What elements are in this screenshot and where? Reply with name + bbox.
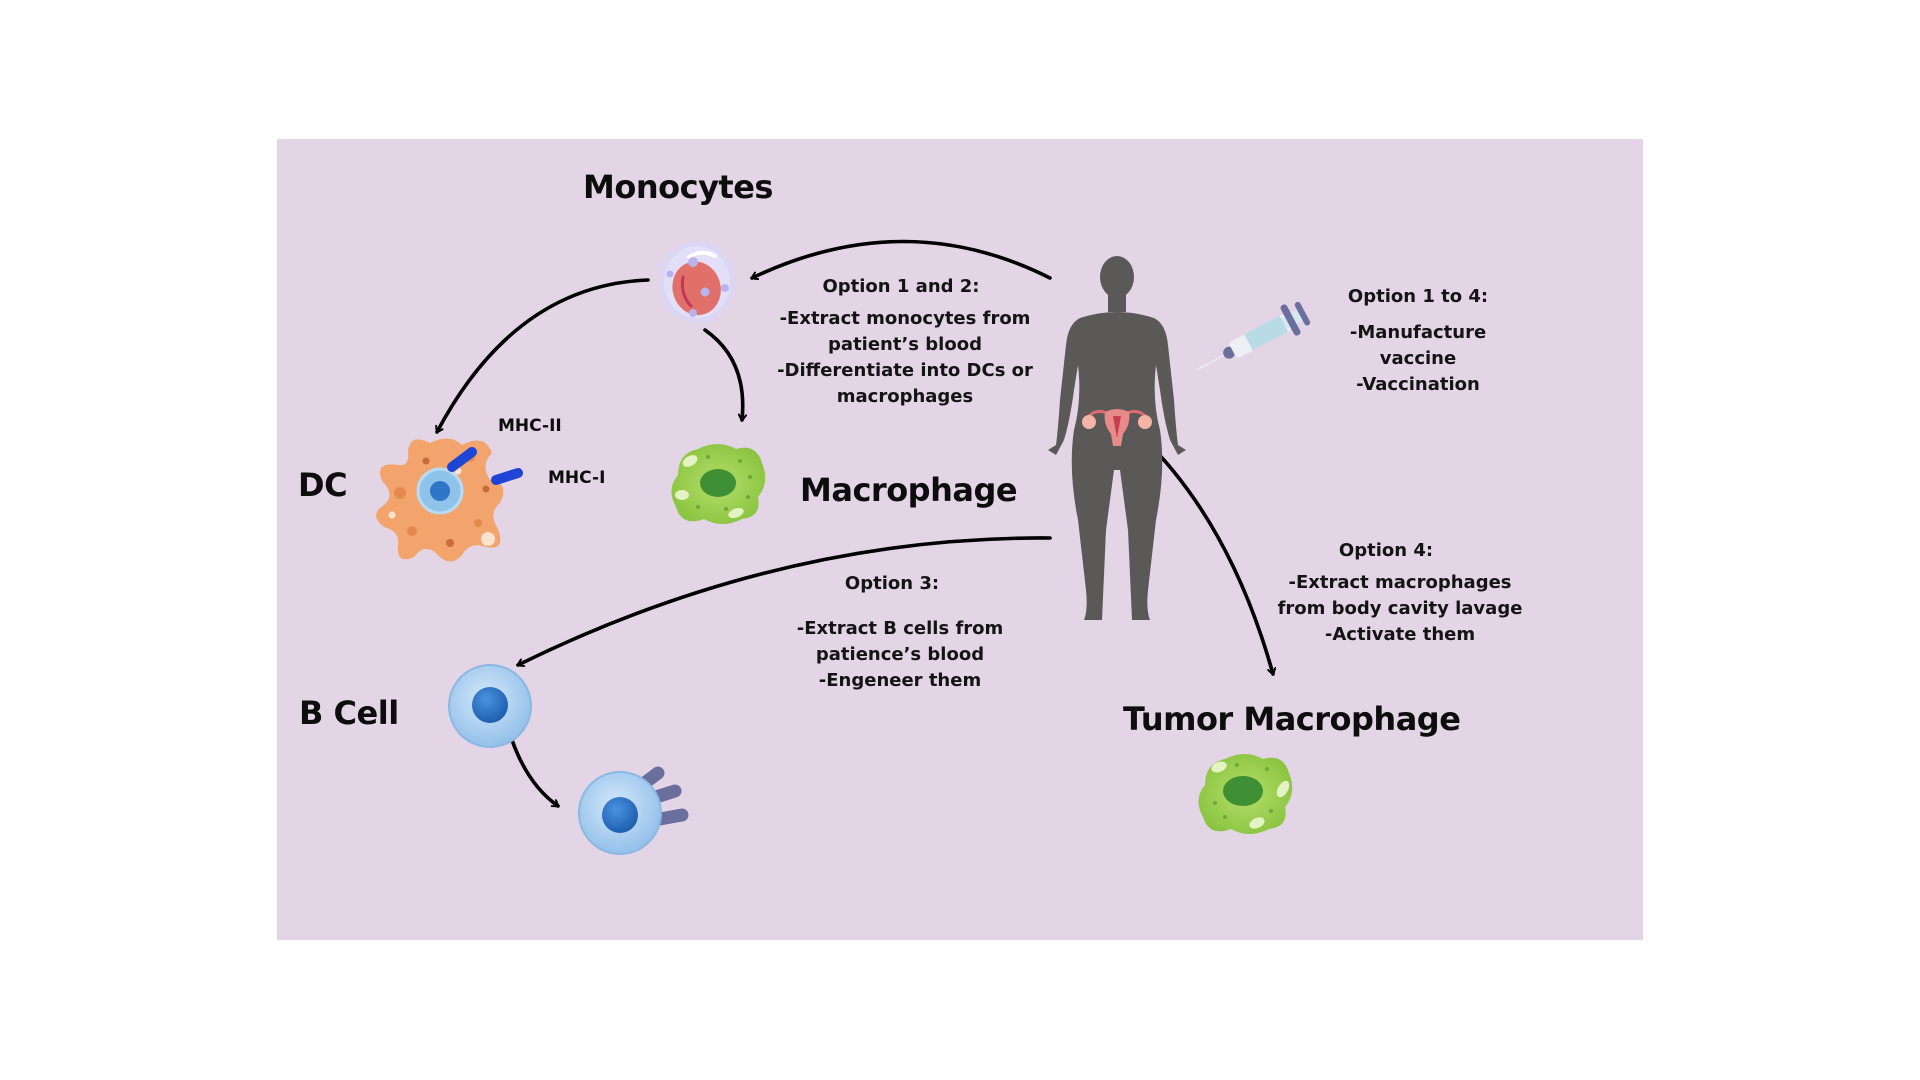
option-4-line: -Extract macrophages (1288, 572, 1512, 593)
syringe-icon (1196, 301, 1311, 371)
option-4-line: -Activate them (1324, 624, 1476, 645)
b-cell-icon (448, 664, 532, 748)
option-3-heading: Option 3: (844, 573, 940, 594)
option-1-2-annotation: Option 1 and 2: -Extract monocytes from … (760, 274, 1050, 410)
monocyte-cell-icon (659, 241, 735, 323)
option-4-annotation: Option 4: -Extract macrophages from body… (1270, 538, 1530, 648)
option-1-4-line: -Vaccination (1356, 374, 1480, 395)
option-1-4-heading: Option 1 to 4: (1347, 286, 1489, 307)
mhc-i-label: MHC-I (548, 468, 606, 488)
dc-label: DC (298, 466, 348, 504)
option-1-2-line: -Extract monocytes from (779, 308, 1031, 329)
arrow-monocytes-to-dc (437, 278, 650, 434)
option-1-2-line: -Differentiate into DCs or (777, 360, 1033, 381)
tumor-macrophage-label: Tumor Macrophage (1123, 700, 1461, 738)
option-1-2-line: macrophages (836, 386, 974, 407)
monocytes-label: Monocytes (583, 168, 773, 206)
dendritic-cell-icon (376, 438, 523, 562)
arrow-patient-to-bcell (516, 536, 1052, 665)
human-body-icon (1048, 256, 1186, 620)
option-1-2-line: patient’s blood (828, 334, 982, 355)
b-cell-label: B Cell (299, 694, 399, 732)
option-1-4-line: -Manufacture (1349, 322, 1487, 343)
arrow-patient-to-monocytes (750, 239, 1052, 279)
option-3-line: -Engeneer them (818, 670, 982, 691)
option-1-2-heading: Option 1 and 2: (822, 276, 980, 297)
arrow-bcell-to-engineered (510, 738, 560, 808)
macrophage-label: Macrophage (800, 471, 1018, 509)
option-1-4-annotation: Option 1 to 4: -Manufacture vaccine -Vac… (1318, 284, 1518, 398)
option-3-annotation: Option 3: -Extract B cells from patience… (780, 571, 1020, 694)
option-3-line: patience’s blood (815, 644, 985, 665)
tumor-macrophage-cell-icon (1198, 754, 1293, 834)
uterus-icon (1082, 409, 1152, 446)
option-1-4-line: vaccine (1379, 348, 1457, 369)
mhc-ii-label: MHC-II (498, 416, 562, 436)
option-4-heading: Option 4: (1338, 540, 1434, 561)
engineered-b-cell-icon (578, 766, 689, 855)
arrow-monocytes-to-macrophage (703, 328, 743, 422)
option-3-line: -Extract B cells from (796, 618, 1004, 639)
option-4-line: from body cavity lavage (1277, 598, 1523, 619)
arrows (437, 239, 1273, 808)
macrophage-cell-icon (671, 444, 766, 524)
